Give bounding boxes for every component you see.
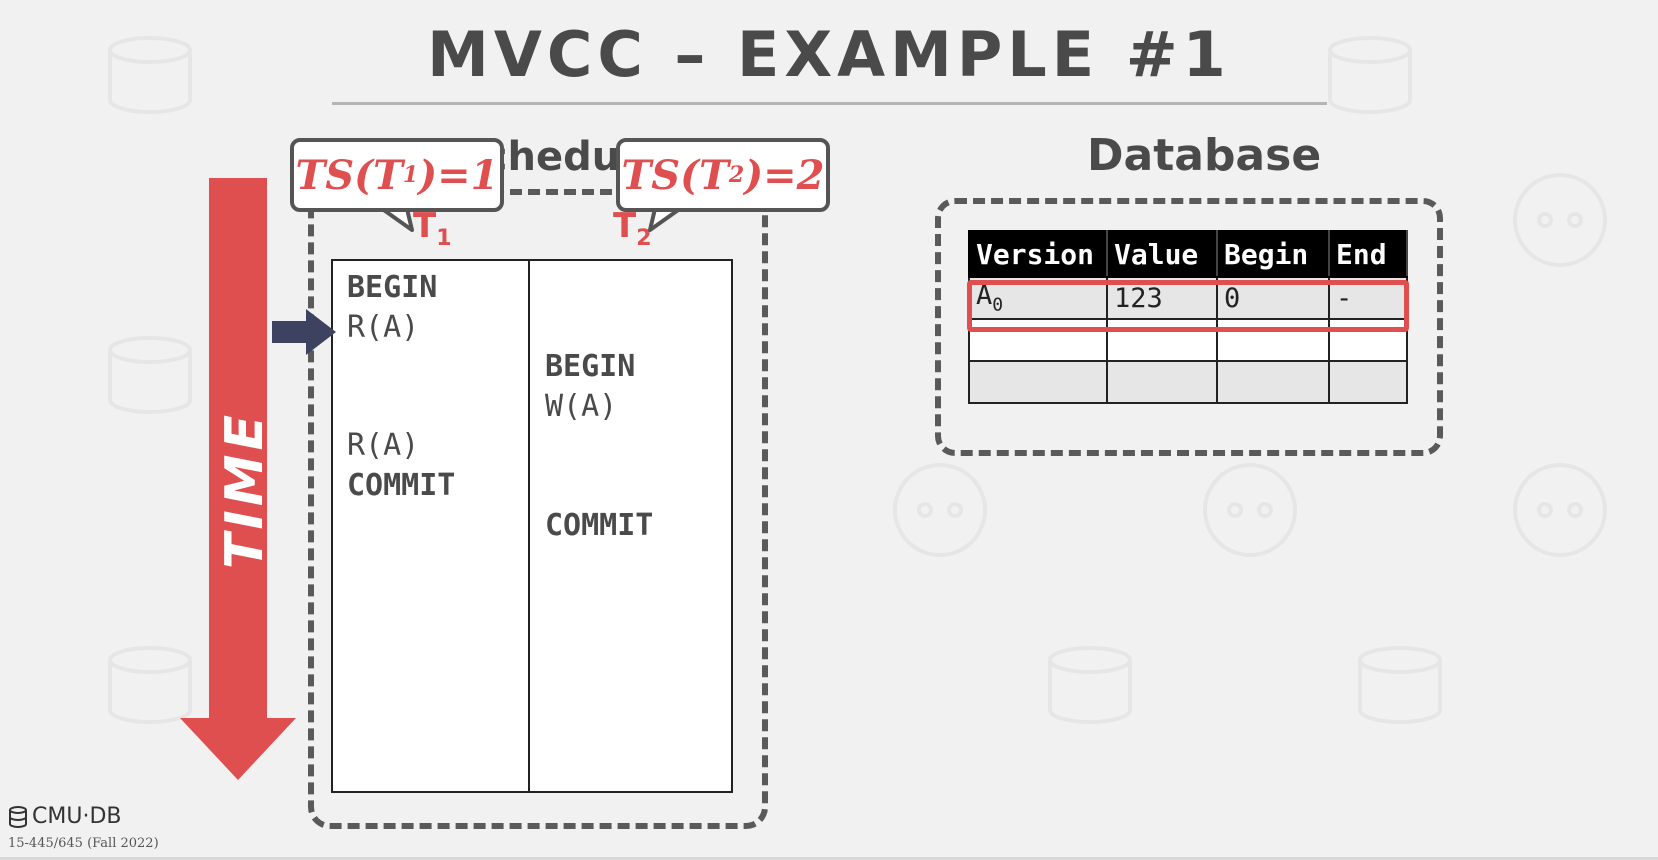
- cell-value: [1106, 318, 1218, 362]
- bottom-divider: [0, 857, 1658, 860]
- cell-begin: [1216, 360, 1330, 404]
- t1-header: T1: [413, 206, 452, 251]
- t2-op-write: W(A): [545, 389, 618, 424]
- column-header-value: Value: [1106, 230, 1218, 278]
- column-header-version: Version: [968, 230, 1108, 278]
- skull-icon: [1513, 173, 1607, 267]
- skull-icon: [893, 463, 987, 557]
- time-label: TIME: [215, 410, 275, 570]
- column-header-end: End: [1328, 230, 1408, 278]
- cmu-db-logo: CMU·DB: [8, 804, 121, 829]
- schedule-table: [331, 259, 733, 793]
- cell-value: [1106, 360, 1218, 404]
- database-icon: [108, 646, 192, 724]
- cell-end: [1328, 360, 1408, 404]
- database-icon: [1328, 36, 1412, 114]
- skull-icon: [1513, 463, 1607, 557]
- database-icon: [108, 336, 192, 414]
- cell-version: [968, 318, 1108, 362]
- cell-begin: [1216, 318, 1330, 362]
- schedule-column-divider: [528, 259, 530, 793]
- time-arrow: [180, 178, 296, 780]
- slide-title: MVCC – EXAMPLE #1: [427, 18, 1231, 91]
- column-header-begin: Begin: [1216, 230, 1330, 278]
- logo-text: CMU·DB: [32, 804, 122, 829]
- t2-op-begin: BEGIN: [545, 349, 636, 384]
- database-icon: [1358, 646, 1442, 724]
- database-icon: [9, 805, 27, 828]
- cell-end: [1328, 318, 1408, 362]
- t1-op-begin: BEGIN: [347, 270, 438, 305]
- schedule-box: [308, 189, 768, 829]
- t1-op-read: R(A): [347, 310, 420, 345]
- cell-version: [968, 360, 1108, 404]
- table-row: [968, 318, 1408, 362]
- course-label: 15-445/645 (Fall 2022): [8, 836, 159, 851]
- t2-op-commit: COMMIT: [545, 508, 654, 543]
- title-divider: [332, 102, 1327, 105]
- current-version-highlight: [967, 280, 1409, 332]
- database-box: [935, 198, 1443, 456]
- table-header-row: Version Value Begin End: [968, 230, 1408, 278]
- t1-op-commit: COMMIT: [347, 468, 456, 503]
- t2-header: T2: [613, 206, 652, 251]
- skull-icon: [1203, 463, 1297, 557]
- table-row: [968, 360, 1408, 404]
- database-icon: [108, 36, 192, 114]
- database-title: Database: [1087, 130, 1322, 181]
- current-step-arrow-icon: [272, 309, 336, 355]
- t1-op-read: R(A): [347, 428, 420, 463]
- database-icon: [1048, 646, 1132, 724]
